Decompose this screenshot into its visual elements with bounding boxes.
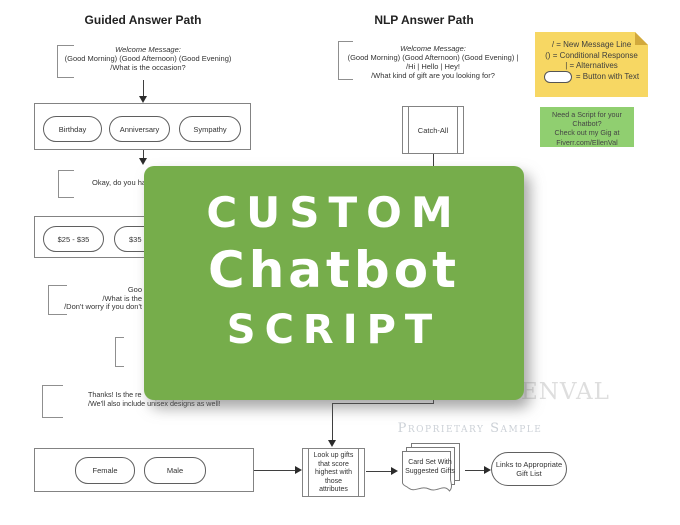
custom-chatbot-script-overlay: CUSTOM Chatbot SCRIPT (144, 166, 524, 400)
overlay-word-custom: CUSTOM (206, 188, 462, 237)
female-button: Female (75, 457, 135, 484)
overlay-word-script: SCRIPT (226, 307, 442, 353)
lookup-gifts-process: Look up gifts that score highest with th… (302, 448, 365, 497)
welcome-line: /What kind of gift are you looking for? (371, 71, 495, 80)
promo-line: Check out my Gig at (554, 128, 620, 138)
overlay-word-chatbot: Chatbot (208, 241, 460, 299)
catch-all-process: Catch-All (402, 106, 464, 154)
welcome-line: (Good Morning) (Good Afternoon) (Good Ev… (347, 53, 519, 62)
arrowhead-icon (295, 466, 302, 474)
bracket-shape (42, 385, 63, 418)
budget-message: Goo /What is the /Don't worry if you don… (0, 285, 142, 312)
bracket-shape (57, 45, 74, 78)
occasion-buttons-container: Birthday Anniversary Sympathy (34, 103, 251, 150)
legend-line: | = Alternatives (565, 61, 618, 70)
male-button: Male (144, 457, 206, 484)
connector-line (332, 403, 434, 404)
links-label: Links to Appropriate Gift List (496, 460, 562, 478)
connector-line (465, 470, 485, 471)
sympathy-button: Sympathy (179, 116, 241, 142)
promo-line: Chatbot? (572, 119, 602, 129)
links-line: Links to Appropriate (495, 460, 563, 469)
watermark-proprietary-sample: Proprietary Sample (397, 421, 543, 436)
lookup-line: Look up gifts (313, 452, 354, 459)
nlp-path-title: NLP Answer Path (374, 13, 474, 27)
legend-line: / = New Message Line (551, 40, 632, 49)
connector-line (332, 403, 333, 441)
promo-note: Need a Script for your Chatbot? Check ou… (540, 107, 634, 147)
promo-line: Fiverr.com/EllenVal (556, 137, 618, 147)
budget-line: /What is the (102, 293, 142, 303)
connector-line (366, 471, 392, 472)
note-fold-corner (635, 32, 648, 45)
legend-line: = Button with Text (535, 70, 648, 83)
lookup-gifts-label: Look up gifts that score highest with th… (303, 452, 364, 495)
price-button-low: $25 - $35 (43, 226, 104, 252)
card-set-line: Suggested Gifts (405, 467, 455, 475)
bracket-shape (58, 170, 74, 198)
arrowhead-icon (484, 466, 491, 474)
birthday-button: Birthday (43, 116, 102, 142)
multi-document-icon (402, 443, 460, 492)
okay-message: Okay, do you ha (92, 178, 147, 187)
legend-note: / = New Message Line () = Conditional Re… (535, 32, 648, 97)
welcome-title: Welcome Message: (115, 45, 181, 54)
legend-line: () = Conditional Response (545, 50, 638, 60)
links-line: Gift List (516, 469, 542, 478)
arrowhead-icon (328, 440, 336, 447)
welcome-title: Welcome Message: (400, 44, 466, 53)
bracket-shape (115, 337, 124, 367)
connector-line (433, 399, 434, 403)
budget-line: Goo (127, 285, 142, 294)
button-shape-icon (543, 70, 572, 83)
links-terminator: Links to Appropriate Gift List (491, 452, 567, 486)
bracket-shape (338, 41, 353, 80)
catch-all-label: Catch-All (417, 125, 449, 135)
connector-line (143, 150, 144, 159)
connector-line (143, 80, 144, 98)
nlp-welcome-message: Welcome Message: (Good Morning) (Good Af… (333, 44, 533, 80)
bracket-shape (48, 285, 67, 315)
budget-line: /Don't worry if you don't (64, 302, 142, 311)
arrowhead-icon (139, 158, 147, 165)
lookup-line: highest with (315, 469, 352, 477)
connector-line (254, 470, 296, 471)
card-set-label: Card Set With Suggested Gifts (400, 459, 460, 476)
gender-buttons-container: Female Male (34, 448, 254, 492)
promo-line: Need a Script for your (552, 110, 622, 119)
legend-pill-label: = Button with Text (575, 71, 640, 81)
watermark-brand: ENVAL (521, 379, 610, 405)
lookup-line: that score (318, 460, 349, 468)
welcome-line: /Hi | Hello | Hey! (406, 62, 460, 71)
welcome-line: /What is the occasion? (110, 63, 186, 72)
lookup-line: attributes (319, 486, 348, 494)
arrowhead-icon (391, 467, 398, 475)
anniversary-button: Anniversary (109, 116, 170, 142)
guided-welcome-message: Welcome Message: (Good Morning) (Good Af… (48, 45, 248, 72)
lookup-line: those (324, 477, 343, 485)
thanks-message-line2: /We'll also include unisex designs as we… (88, 399, 221, 408)
card-set-line: Card Set With (408, 459, 452, 466)
connector-line (433, 154, 434, 166)
arrowhead-icon (139, 96, 147, 103)
thanks-message-line1: Thanks! Is the re (88, 390, 142, 399)
guided-path-title: Guided Answer Path (84, 13, 202, 27)
welcome-line: (Good Morning) (Good Afternoon) (Good Ev… (64, 54, 232, 63)
